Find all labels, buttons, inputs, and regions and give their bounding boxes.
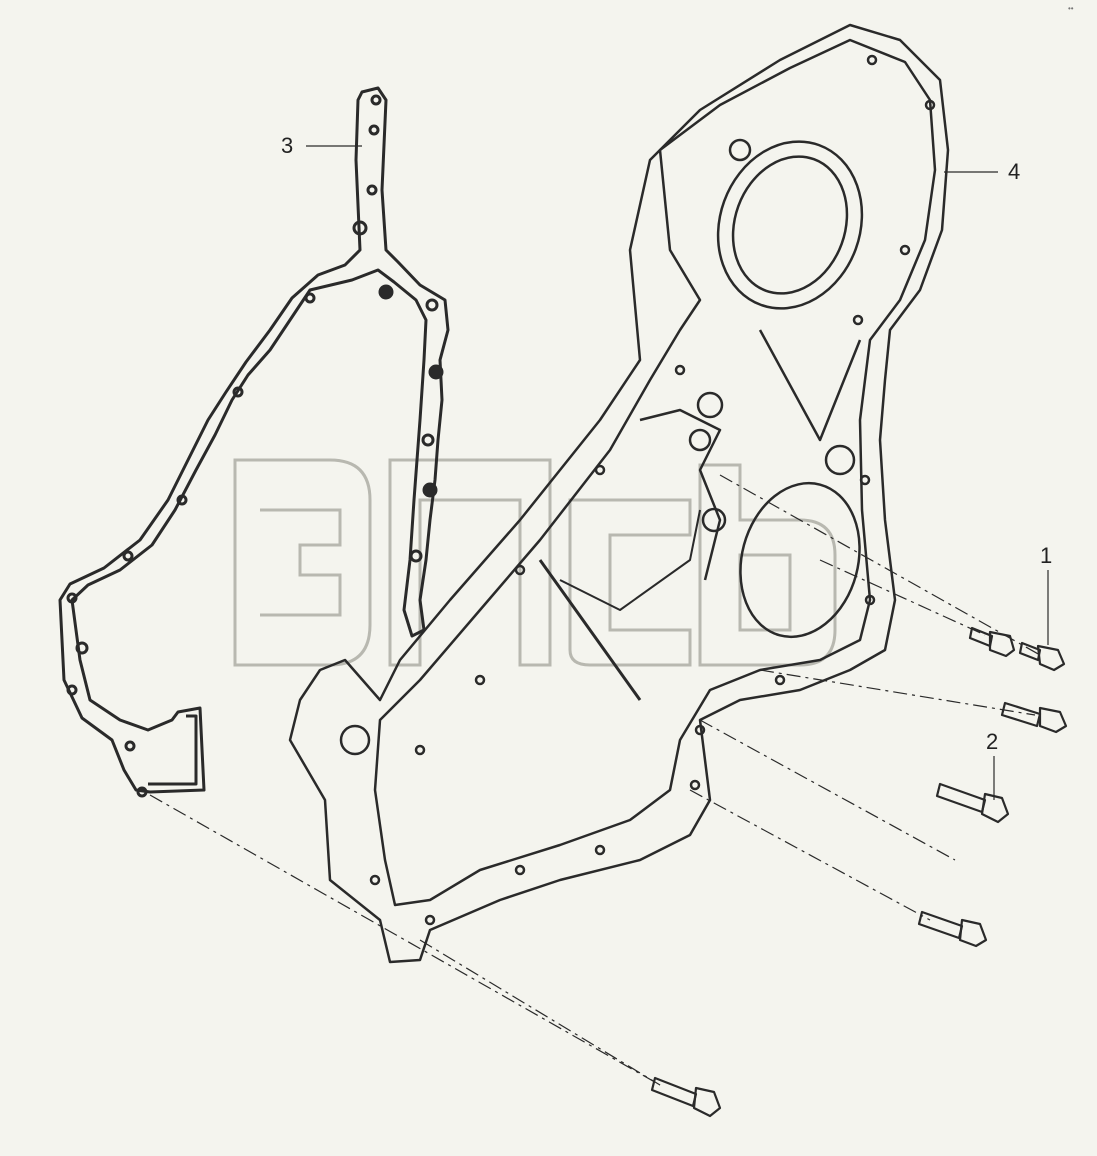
bolt-short-b: [1018, 641, 1066, 672]
gasket-bolt-hole: [409, 549, 423, 563]
bolt-long-b: [917, 910, 988, 948]
assembly-line: [759, 669, 1036, 716]
housing-bolt-hole: [924, 99, 936, 111]
assembly-line: [419, 939, 661, 1086]
assembly-line: [719, 474, 1041, 656]
housing-bore: [716, 140, 864, 310]
assembly-line: [699, 719, 956, 861]
bolts: [650, 626, 1068, 1118]
housing-bolt-hole: [899, 244, 911, 256]
bolt-shank: [1018, 641, 1042, 662]
housing-bolt-hole: [474, 674, 486, 686]
bolt-head: [988, 630, 1016, 658]
housing-bolt-hole: [594, 464, 606, 476]
bolt-head: [980, 792, 1010, 824]
housing-bolt-hole: [514, 564, 526, 576]
bolt-shank: [650, 1076, 698, 1108]
housing-bolt-hole: [674, 364, 686, 376]
gasket: [58, 86, 450, 798]
gasket-bolt-hole: [370, 94, 382, 106]
housing-inner-flange: [373, 38, 937, 907]
assembly-line: [149, 794, 661, 1086]
watermark-letter-s: [568, 498, 692, 667]
sensor-cap: [696, 391, 724, 419]
gasket-dowel-hole: [422, 482, 438, 498]
gasket-dowel-hole: [378, 284, 394, 300]
watermark-letter-e-inner: [260, 508, 342, 617]
gasket-lower-tab: [148, 714, 198, 786]
watermark-letter-e: [233, 458, 372, 667]
gasket-bolt-hole: [366, 184, 378, 196]
watermark: [233, 458, 837, 667]
bolt-shank: [935, 782, 987, 814]
callout-3: 3: [281, 133, 294, 158]
bolt-medium: [1000, 701, 1068, 734]
housing-bolt-hole: [852, 314, 864, 326]
gasket-bolt-hole: [368, 124, 380, 136]
housing-wire: [538, 559, 642, 701]
bolt-head: [1038, 706, 1068, 734]
housing-bolt-hole: [424, 914, 436, 926]
housing-rib: [758, 329, 862, 442]
bolt-shank: [1000, 701, 1042, 728]
housing-bolt-hole: [414, 744, 426, 756]
gasket-bolt-hole: [122, 550, 134, 562]
gasket-bolt-hole: [425, 298, 439, 312]
gasket-bolt-hole: [66, 684, 78, 696]
housing-boss: [728, 138, 752, 162]
housing-bolt-hole: [774, 674, 786, 686]
gasket-bolt-hole: [232, 386, 244, 398]
bolt-head: [692, 1086, 722, 1118]
housing-lower-bore: [739, 481, 861, 639]
assembly-line: [819, 559, 986, 636]
gasket-outline: [58, 86, 450, 794]
housing-bolt-hole: [369, 874, 381, 886]
assembly-line: [689, 789, 931, 921]
housing-bolt-hole: [594, 844, 606, 856]
gasket-bolt-hole: [304, 292, 316, 304]
housing-bolt-hole: [864, 594, 876, 606]
bolt-head: [958, 918, 988, 948]
housing-outline: [288, 23, 950, 964]
gasket-dowel-hole: [428, 364, 444, 380]
gasket-bolt-hole: [66, 592, 78, 604]
callout-2: 2: [986, 729, 999, 754]
gasket-bolt-hole: [176, 494, 188, 506]
gasket-bolt-hole: [352, 220, 368, 236]
housing-bolt-hole: [694, 724, 706, 736]
watermark-letter-hardsign-inner: [738, 553, 792, 632]
housing-bolt-hole: [514, 864, 526, 876]
callout-1: 1: [1040, 543, 1053, 568]
bolt-long-a: [935, 782, 1010, 824]
leader-lines: [306, 145, 1049, 800]
bolt-shank: [917, 910, 964, 940]
gasket-bolt-hole: [75, 641, 89, 655]
bolt-head: [1036, 644, 1066, 672]
gasket-bolt-hole: [136, 786, 148, 798]
housing-bore-inner: [731, 155, 849, 295]
housing-bolt-hole: [689, 779, 701, 791]
housing-bolt-hole: [866, 54, 878, 66]
gasket-bolt-hole: [421, 433, 435, 447]
housing-bolt-hole: [859, 474, 871, 486]
bolt-short-a: [968, 626, 1016, 658]
housing-dowel-boss: [339, 724, 371, 756]
callout-4: 4: [1008, 159, 1021, 184]
assembly-lines: [149, 474, 1041, 1086]
sensor-body: [688, 428, 712, 452]
bolt-shank: [968, 626, 994, 648]
housing-boss: [824, 444, 856, 476]
sensor-harness: [559, 509, 701, 611]
watermark-letter-hardsign: [698, 463, 837, 667]
sensor-plug: [701, 507, 727, 533]
corner-mark: ••: [1068, 4, 1074, 13]
gasket-bolt-hole: [124, 740, 136, 752]
gear-housing: [288, 23, 950, 964]
bolt-long-c: [650, 1076, 722, 1118]
